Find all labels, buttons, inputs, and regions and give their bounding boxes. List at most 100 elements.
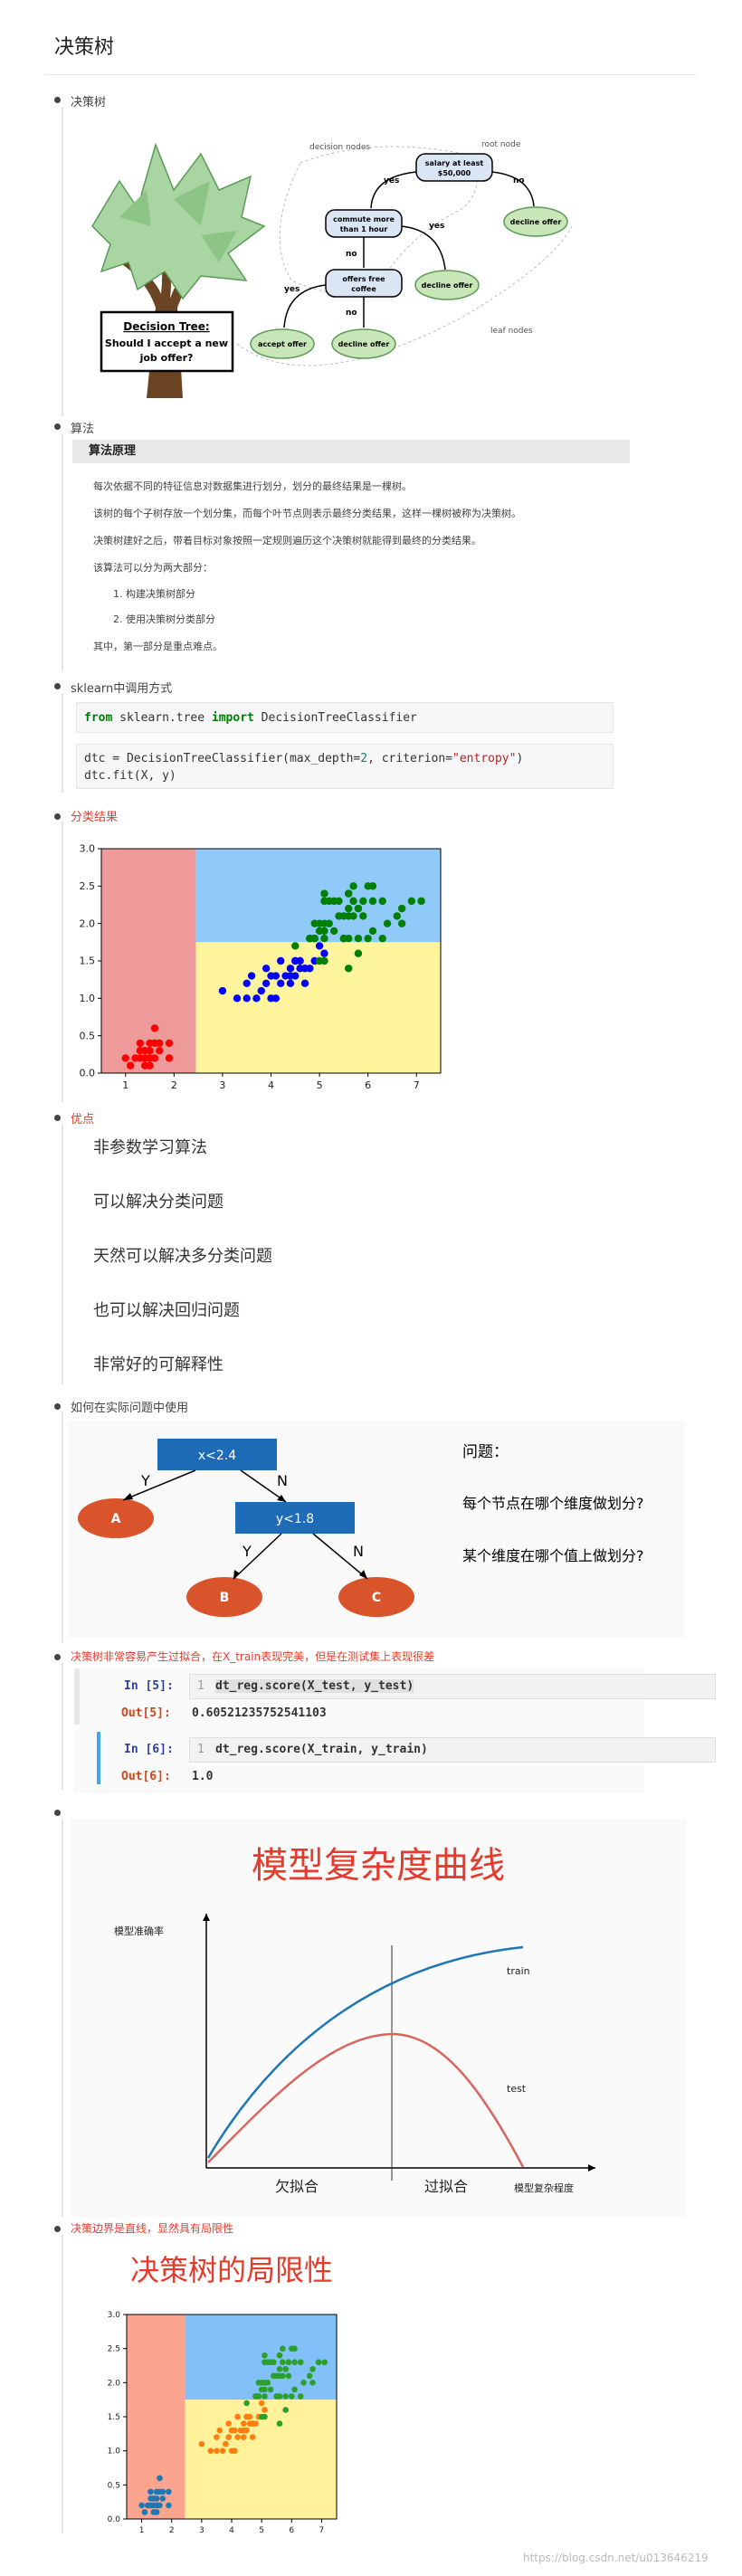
bullet [54, 97, 61, 103]
code-line1-a: dtc = DecisionTreeClassifier(max_depth= [84, 752, 361, 765]
scatter-point-class-2 [407, 897, 416, 906]
scatter-point-class-1 [257, 986, 265, 995]
section-label-tree: 决策树 [71, 96, 107, 109]
leaf-decline-1-label: decline offer [510, 218, 562, 226]
scatter-point-class-2 [320, 935, 328, 943]
scatter-point-class-1 [262, 965, 271, 973]
scatter-point-class-2 [345, 889, 353, 898]
scatter-point-class-2 [276, 2420, 283, 2427]
scatter-point-class-0 [141, 2509, 148, 2515]
indent-line [62, 107, 63, 416]
advantage-5: 非常好的可解释性 [93, 1355, 224, 1374]
scatter-point-class-2 [397, 904, 406, 913]
y-tick-label: 2.0 [108, 2379, 121, 2388]
root-node-line-2: $50,000 [438, 169, 471, 177]
scatter-point-class-2 [309, 2365, 316, 2372]
edge-y-2: Y [242, 1543, 252, 1560]
advantage-3: 天然可以解决多分类问题 [93, 1247, 272, 1266]
scatter-point-class-2 [252, 2393, 259, 2400]
x-tick-label: 2 [169, 2526, 175, 2535]
indent-line [62, 1819, 63, 2217]
scatter-point-class-1 [243, 994, 251, 1003]
scatter-point-class-2 [359, 912, 367, 920]
scatter-point-class-2 [354, 935, 363, 943]
decision-tree-figure: Decision Tree: Should I accept a new job… [91, 140, 573, 398]
question-2: 某个维度在哪个值上做划分? [462, 1547, 644, 1564]
decision-nodes-label: decision nodes [309, 143, 370, 152]
leaf-b [186, 1577, 262, 1617]
code-module: sklearn.tree [112, 711, 212, 725]
section-label-advantages: 优点 [71, 1113, 95, 1126]
scatter-point-class-0 [141, 1061, 149, 1069]
code-line1-num: 2 [360, 752, 368, 765]
x-tick-label: 6 [289, 2526, 294, 2535]
scatter-point-class-2 [282, 2393, 289, 2400]
chart-title: 模型复杂度曲线 [252, 1845, 505, 1887]
scatter-point-class-2 [397, 919, 406, 927]
in6-prompt: In [6]: [124, 1743, 174, 1756]
leaf-b-label: B [220, 1591, 230, 1605]
code-line1-c: ) [516, 752, 524, 765]
scatter-point-class-0 [121, 1054, 129, 1062]
scatter-point-class-0 [150, 2509, 157, 2515]
scatter-point-class-0 [156, 1047, 164, 1055]
y-tick-label: 0.0 [80, 1068, 96, 1079]
y-axis-label: 模型准确率 [114, 1925, 164, 1937]
scatter-point-class-1 [281, 972, 290, 980]
scatter-point-class-2 [320, 956, 328, 965]
scatter-point-class-2 [271, 2372, 277, 2380]
indent-line [62, 1663, 63, 1790]
scatter-point-class-2 [335, 897, 343, 906]
scatter-point-class-2 [262, 2413, 268, 2420]
practical-tree-diagram: x<2.4 y<1.8 A B C Y N Y N 问题： 每个节点在哪个维度做… [69, 1421, 684, 1638]
scatter-point-class-0 [136, 1047, 145, 1055]
edge-n-2: N [353, 1543, 364, 1560]
bullet [54, 423, 61, 430]
edge-yes-2: yes [429, 222, 444, 231]
scatter-point-class-1 [249, 2434, 256, 2440]
scatter-point-class-2 [300, 2380, 307, 2386]
scatter-point-class-1 [252, 994, 261, 1003]
scatter-point-class-1 [232, 2427, 238, 2434]
scatter-point-class-1 [286, 979, 295, 987]
edge-yes-1: yes [384, 176, 399, 185]
scatter-point-class-2 [267, 2386, 274, 2393]
code-fit: dtc = DecisionTreeClassifier(max_depth=2… [76, 744, 614, 789]
scatter-point-class-1 [306, 965, 314, 973]
leaf-decline-2-label: decline offer [422, 281, 473, 290]
scatter-point-class-2 [378, 897, 386, 906]
scatter-point-class-2 [291, 942, 300, 950]
scatter-point-class-2 [325, 897, 333, 906]
scatter-point-class-1 [219, 2448, 226, 2454]
code-cell-5[interactable]: 1 dt_reg.score(X_test, y_test) [189, 1674, 716, 1699]
y-tick-label: 1.5 [80, 955, 96, 967]
scatter-point-class-1 [240, 2420, 247, 2427]
bullet [54, 683, 61, 689]
x-tick-label: 1 [139, 2526, 145, 2535]
question-title: 问题： [462, 1443, 509, 1461]
indent-line [62, 2235, 63, 2533]
scatter-point-class-2 [349, 882, 357, 890]
advantage-2: 可以解决分类问题 [93, 1193, 224, 1212]
scatter-point-class-2 [335, 912, 343, 920]
y-tick-label: 0.5 [108, 2481, 120, 2490]
x-axis-label: 模型复杂程度 [514, 2182, 574, 2194]
x-tick-label: 4 [268, 1079, 274, 1091]
code-cell-6[interactable]: 1 dt_reg.score(X_train, y_train) [189, 1737, 716, 1763]
scatter-point-class-1 [300, 979, 309, 987]
active-cell-indicator [97, 1732, 100, 1784]
scatter-point-class-0 [147, 2488, 154, 2495]
scatter-point-class-1 [252, 2420, 259, 2427]
y-tick-label: 2.5 [108, 2345, 120, 2354]
x-tick-label: 5 [317, 1079, 323, 1091]
scatter-point-class-1 [233, 994, 242, 1003]
scatter-point-class-2 [393, 912, 401, 920]
train-legend: train [507, 1965, 530, 1977]
edge-no-3: no [346, 309, 357, 318]
scatter-point-class-1 [243, 2413, 250, 2420]
scatter-point-class-2 [258, 2386, 265, 2393]
out5-prompt: Out[5]: [121, 1706, 171, 1720]
train-curve [206, 1945, 524, 2159]
